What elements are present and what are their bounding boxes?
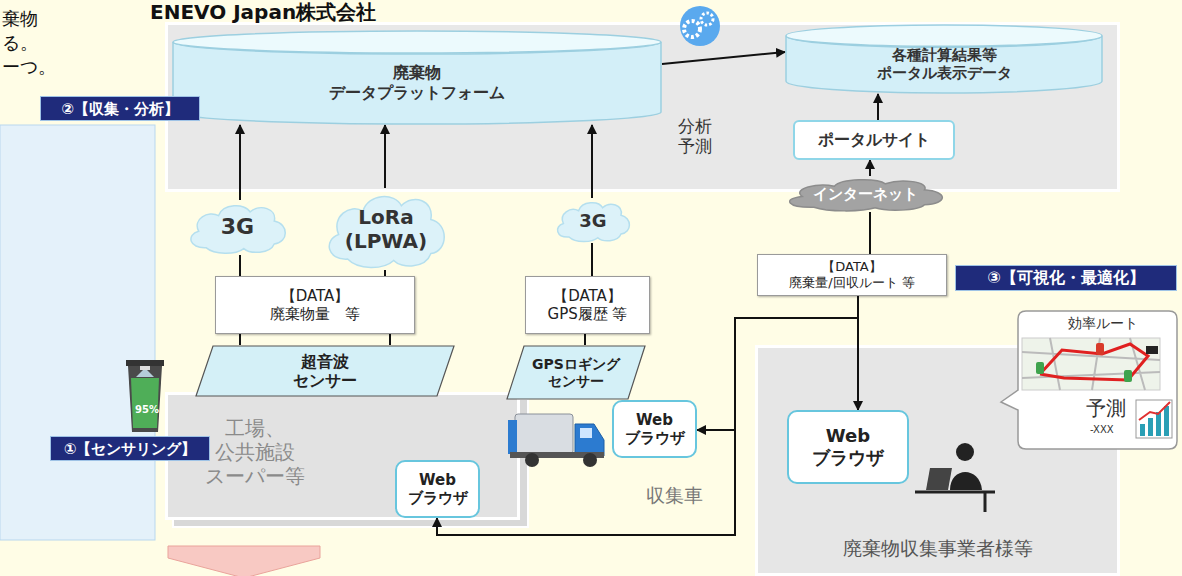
connector-arrow xyxy=(384,125,386,188)
data-box: 【DATA】GPS履歴 等 xyxy=(525,276,650,334)
garbage-truck xyxy=(510,452,604,458)
node-text: 廃棄物 データプラットフォーム xyxy=(329,63,505,101)
sensor-box: GPSロギング センサー xyxy=(506,345,646,400)
connector-arrow xyxy=(239,255,241,276)
sensor-box: 超音波 センサー xyxy=(195,345,455,397)
node-text: Web ブラウザ xyxy=(408,471,468,507)
node-text: LoRa (LPWA) xyxy=(345,205,427,253)
connector-arrow xyxy=(869,160,871,176)
group-panel-outline xyxy=(167,24,1119,191)
node-text: 予測 xyxy=(1086,396,1126,420)
node-text: GPS履歴 等 xyxy=(548,305,628,323)
connector-arrow xyxy=(239,334,241,345)
down-arrow xyxy=(168,546,320,576)
node-text: GPSロギング センサー xyxy=(532,356,620,390)
free-label: 収集車 xyxy=(646,484,703,507)
node-text: 【DATA】 xyxy=(553,287,622,305)
waste-bin xyxy=(126,360,164,366)
database-cylinder: 廃棄物 データプラットフォーム xyxy=(172,30,662,125)
free-label: 棄物 xyxy=(2,8,38,30)
web-box: Web ブラウザ xyxy=(787,410,909,484)
web-box: Web ブラウザ xyxy=(612,400,697,458)
garbage-truck xyxy=(575,424,604,456)
connector-arrow xyxy=(591,125,593,198)
sensor-box-outline xyxy=(507,346,645,399)
speech-bubble: 効率ルート予測 -XXX xyxy=(1000,310,1178,450)
waste-bin xyxy=(131,378,159,428)
network-cloud: LoRa (LPWA) xyxy=(322,188,450,270)
node-text: 3G xyxy=(579,210,606,232)
connector-arrow xyxy=(584,334,586,345)
network-cloud-outline xyxy=(329,197,444,268)
connector-arrow xyxy=(869,212,871,254)
node-text: 工場、公共施設 スーパー等 xyxy=(205,416,305,488)
node-text: 超音波 センサー xyxy=(293,352,357,390)
connector-arrow xyxy=(239,125,241,200)
database-cylinder: 各種計算結果等 ポータル表示データ xyxy=(785,24,1103,94)
group-panel-outline xyxy=(167,394,519,519)
sensor-box-outline xyxy=(196,346,454,396)
node-text: ①【センサリング】 xyxy=(64,440,197,458)
garbage-truck xyxy=(583,453,597,467)
node-text: Web ブラウザ xyxy=(625,411,685,447)
node-text: 【DATA】 xyxy=(822,259,882,275)
node-text: ③【可視化・最適化】 xyxy=(987,268,1145,287)
waste-bin xyxy=(136,370,154,377)
web-box: Web ブラウザ xyxy=(395,460,480,518)
tag-box: ②【収集・分析】 xyxy=(40,96,200,121)
waste-bin xyxy=(140,366,150,370)
database-cylinder-outline xyxy=(173,42,661,124)
node-text: 【DATA】 xyxy=(281,287,350,305)
node-text: Web ブラウザ xyxy=(812,425,884,468)
page-title: ENEVO Japan株式会社 xyxy=(150,0,376,24)
garbage-truck xyxy=(525,453,539,467)
node-text: 効率ルート xyxy=(1068,315,1138,332)
network-cloud: インターネット xyxy=(780,176,950,212)
side-panel xyxy=(0,125,155,540)
connector-arrow xyxy=(389,334,391,345)
node-text: インターネット xyxy=(813,185,918,203)
free-label: ーつ。 xyxy=(2,56,56,78)
waste-bin xyxy=(126,360,164,432)
free-label: る。 xyxy=(2,32,38,54)
node-text: -XXX xyxy=(1090,424,1114,436)
data-box: 【DATA】廃棄量/回収ルート 等 xyxy=(757,254,947,296)
speech-bubble-outline xyxy=(1001,311,1177,449)
network-cloud: 3G xyxy=(553,198,633,243)
node-text: 廃棄物収集事業者様等 xyxy=(843,537,1033,560)
connector-arrow xyxy=(877,94,879,120)
node-text: 廃棄量/回収ルート 等 xyxy=(789,275,915,291)
node-text: 3G xyxy=(221,214,254,240)
tag-box: ③【可視化・最適化】 xyxy=(955,265,1177,291)
network-cloud-outline xyxy=(191,206,285,254)
node-text: ②【収集・分析】 xyxy=(61,100,179,118)
free-label: 95% xyxy=(135,404,159,416)
node-text: 各種計算結果等 ポータル表示データ xyxy=(877,46,1012,82)
network-cloud-outline xyxy=(790,180,943,211)
database-cylinder-outline xyxy=(786,25,1102,46)
node-text: ポータルサイト xyxy=(818,130,930,149)
garbage-truck xyxy=(515,414,573,454)
portal-box: ポータルサイト xyxy=(793,120,955,160)
tag-box: ①【センサリング】 xyxy=(50,436,210,461)
garbage-truck xyxy=(508,414,604,467)
waste-bin xyxy=(128,366,162,432)
network-cloud-outline xyxy=(558,203,630,242)
group-panel: 分析 予測 廃棄物 データプラットフォーム 各種計算結果等 ポータル表示データポータ… xyxy=(165,22,1120,192)
data-box: 【DATA】廃棄物量 等 xyxy=(215,276,415,334)
node-text: 分析 予測 xyxy=(678,116,712,157)
database-cylinder-outline xyxy=(173,31,661,53)
garbage-truck xyxy=(580,428,592,438)
group-panel: 工場、公共施設 スーパー等 Web ブラウザ xyxy=(165,392,520,520)
node-text: 廃棄物量 等 xyxy=(270,305,360,323)
connector-arrow xyxy=(591,243,593,276)
network-cloud: 3G xyxy=(185,200,290,255)
